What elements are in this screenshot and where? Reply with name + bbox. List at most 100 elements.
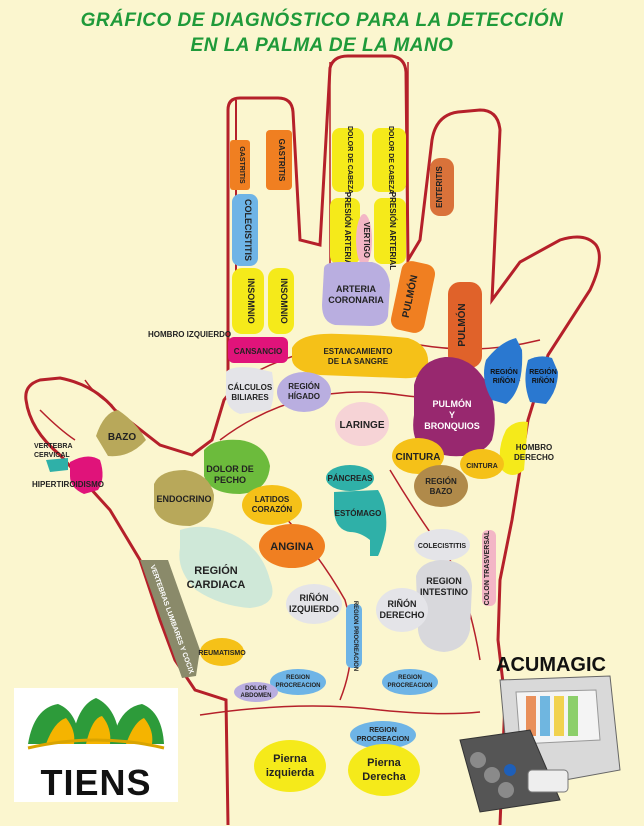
brand-name: TIENS bbox=[40, 762, 152, 803]
label-pulmon-b: PULMÓN bbox=[455, 303, 468, 346]
label-hipertiroidismo: HIPERTIROIDISMO bbox=[32, 480, 104, 489]
zone-arteria bbox=[322, 262, 390, 326]
label-enteritis: ENTERITIS bbox=[435, 165, 444, 207]
zone-hipertiroidismo bbox=[70, 456, 103, 494]
label-presion-b: PRESIÓN ARTERIAL bbox=[388, 192, 397, 270]
zone-insomnio-b bbox=[268, 268, 294, 334]
acumagic-kit-image bbox=[459, 675, 621, 813]
label-cintura-b: CINTURA bbox=[466, 463, 498, 470]
zone-laringe bbox=[335, 402, 389, 446]
zone-pulmon-b bbox=[448, 282, 482, 368]
chart-title-line1: GRÁFICO DE DIAGNÓSTICO PARA LA DETECCIÓN bbox=[80, 10, 564, 31]
zone-vertebras bbox=[140, 560, 200, 678]
zone-estomago bbox=[334, 490, 387, 556]
label-reumatismo: REUMATISMO bbox=[198, 650, 246, 657]
label-laringe: LARINGE bbox=[340, 420, 385, 431]
label-insomnio-a: INSOMNIO bbox=[246, 278, 256, 324]
label-angina: ANGINA bbox=[270, 541, 313, 553]
chart-title-line2: EN LA PALMA DE LA MANO bbox=[190, 35, 454, 56]
zone-dolor-cabeza-b bbox=[372, 128, 406, 192]
zone-pierna-izq bbox=[254, 740, 326, 792]
label-cansancio: CANSANCIO bbox=[234, 347, 282, 356]
zone-cansancio bbox=[228, 337, 288, 363]
zone-pancreas bbox=[326, 465, 374, 491]
label-gastritis-small: GASTRITIS bbox=[238, 146, 245, 184]
label-cintura-a: CINTURA bbox=[396, 452, 441, 463]
zone-region-proc-b bbox=[382, 669, 438, 695]
zone-region-cardiaca bbox=[179, 526, 273, 608]
zone-region-higado bbox=[277, 372, 331, 412]
label-colecistitis-finger: COLECISTITIS bbox=[243, 199, 253, 261]
zone-endocrino bbox=[154, 470, 214, 526]
zone-region-bazo bbox=[414, 465, 468, 507]
zone-colon bbox=[482, 530, 496, 606]
label-dolor-cabeza-b: DOLOR DE CABEZA bbox=[387, 126, 394, 194]
zone-region-rinon-b bbox=[525, 356, 558, 404]
zone-dolor-cabeza-a bbox=[332, 128, 364, 192]
zone-region-proc-a bbox=[270, 669, 326, 695]
zone-gastritis-small bbox=[230, 140, 250, 190]
label-colecistitis-palm: COLECISTITIS bbox=[418, 543, 467, 550]
zone-pulmon-a bbox=[390, 261, 436, 333]
zone-estancamiento bbox=[292, 333, 429, 379]
zone-cintura-b bbox=[460, 449, 504, 479]
label-hombro-izquierdo: HOMBRO IZQUIERDO bbox=[148, 330, 231, 339]
zone-dolor-abdomen bbox=[234, 682, 278, 702]
zone-region-intestino bbox=[416, 560, 472, 652]
label-presion-a: PRESIÓN ARTERIAL bbox=[343, 192, 352, 270]
zone-presion-a bbox=[330, 198, 360, 264]
zone-region-procreacion-v bbox=[346, 604, 362, 668]
label-endocrino: ENDOCRINO bbox=[156, 494, 211, 504]
wrist-line bbox=[199, 705, 481, 716]
zone-rinon-der bbox=[376, 588, 428, 632]
zone-region-proc-c bbox=[350, 721, 416, 749]
zone-gastritis bbox=[266, 130, 292, 190]
label-pancreas: PÁNCREAS bbox=[328, 474, 374, 483]
label-estomago: ESTÓMAGO bbox=[335, 509, 382, 518]
zone-vertigo bbox=[356, 214, 372, 266]
zone-region-rinon-a bbox=[484, 338, 523, 404]
label-region-procreacion-v: REGION PROCREACION bbox=[352, 601, 358, 671]
product-title: ACUMAGIC bbox=[496, 654, 606, 676]
zone-insomnio-a bbox=[232, 268, 264, 334]
zone-colecistitis-finger bbox=[232, 194, 258, 266]
zone-vertebra bbox=[46, 458, 68, 472]
zone-colecistitis-palm bbox=[414, 529, 470, 561]
label-insomnio-b: INSOMNIO bbox=[279, 278, 289, 324]
zone-dolor-pecho bbox=[204, 439, 270, 494]
zone-calculos bbox=[225, 367, 274, 414]
zone-pulmon-bronquios bbox=[413, 356, 495, 457]
label-gastritis: GASTRITIS bbox=[277, 139, 286, 182]
zone-reumatismo bbox=[200, 638, 244, 666]
zone-cintura-a bbox=[392, 438, 444, 474]
tiens-leaf-icon bbox=[27, 698, 165, 750]
label-vertigo: VERTIGO bbox=[362, 222, 371, 258]
label-colon: COLON TRASVERSAL bbox=[484, 530, 491, 605]
label-dolor-cabeza-a: DOLOR DE CABEZA bbox=[346, 126, 353, 194]
zone-hombro-derecho bbox=[499, 421, 528, 475]
label-bazo: BAZO bbox=[108, 432, 137, 443]
zone-rinon-izq bbox=[286, 584, 342, 624]
